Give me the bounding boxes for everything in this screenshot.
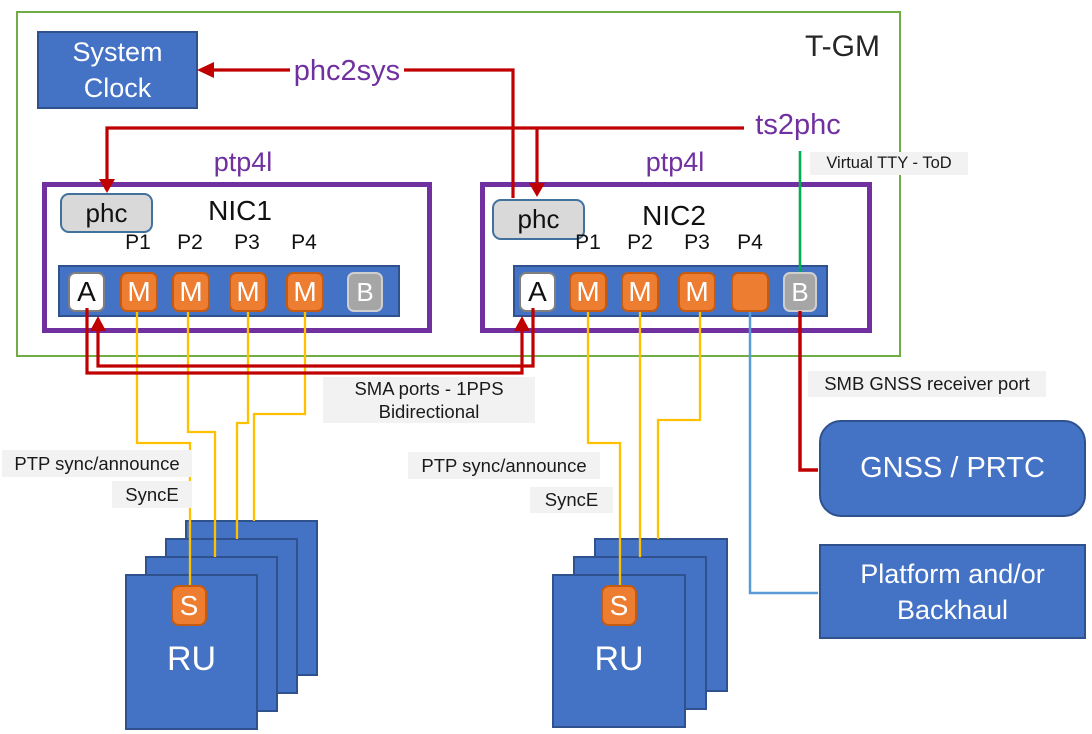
nic2-port-label-p4: P4 xyxy=(737,231,763,254)
ru-right-s-port: S xyxy=(601,585,637,626)
platform-label-line1: Platform and/or xyxy=(860,558,1045,589)
nic2-port-m1: M xyxy=(569,272,607,312)
smb-gnss-port-label: SMB GNSS receiver port xyxy=(808,371,1046,397)
system-clock-box: System Clock xyxy=(37,31,198,109)
nic2-port-m3: M xyxy=(678,272,716,312)
nic2-port-b: B xyxy=(783,272,817,312)
nic1-port-m3: M xyxy=(229,272,267,312)
synce-label-right: SyncE xyxy=(530,487,613,513)
nic1-name: NIC1 xyxy=(208,195,272,226)
nic1-port-label-p4: P4 xyxy=(291,231,317,254)
sma-ports-label-line2: Bidirectional xyxy=(378,401,480,422)
ptp-sync-announce-label-left: PTP sync/announce xyxy=(2,450,192,477)
nic1-port-label-p1: P1 xyxy=(125,231,151,254)
synce-label-left: SyncE xyxy=(112,481,192,508)
platform-label-line2: Backhaul xyxy=(896,594,1009,625)
virtual-tty-tod-label: Virtual TTY - ToD xyxy=(810,152,968,175)
nic1-port-m2: M xyxy=(172,272,210,312)
nic1-port-m4: M xyxy=(286,272,324,312)
system-clock-label-line1: System xyxy=(72,37,163,67)
nic1-port-a: A xyxy=(68,272,105,312)
platform-backhaul-box: Platform and/or Backhaul xyxy=(819,544,1086,639)
phc2sys-label: phc2sys xyxy=(290,54,404,88)
nic1-port-label-p3: P3 xyxy=(234,231,260,254)
ptp-sync-announce-label-right: PTP sync/announce xyxy=(408,452,600,479)
system-clock-label-line2: Clock xyxy=(83,73,152,103)
nic2-port-unlabeled xyxy=(731,272,769,312)
ts2phc-label: ts2phc xyxy=(747,108,849,142)
nic1-port-m1: M xyxy=(120,272,158,312)
nic2-port-bar xyxy=(513,265,828,317)
nic1-port-label-p2: P2 xyxy=(177,231,203,254)
nic2-port-label-p2: P2 xyxy=(627,231,653,254)
sma-ports-label-line1: SMA ports - 1PPS xyxy=(354,378,504,399)
nic2-port-label-p3: P3 xyxy=(684,231,710,254)
nic2-port-label-p1: P1 xyxy=(575,231,601,254)
ptp4l-label-nic1: ptp4l xyxy=(213,147,273,177)
nic2-port-m2: M xyxy=(621,272,659,312)
sma-ports-label: SMA ports - 1PPS Bidirectional xyxy=(323,377,535,423)
nic2-port-a: A xyxy=(519,272,556,312)
ptp4l-label-nic2: ptp4l xyxy=(645,147,705,177)
nic1-phc-box: phc xyxy=(60,193,153,233)
gnss-prtc-box: GNSS / PRTC xyxy=(819,420,1086,517)
nic1-port-b: B xyxy=(347,272,383,312)
ru-left-s-port: S xyxy=(171,585,207,626)
nic2-phc-box: phc xyxy=(492,199,585,240)
tgm-title: T-GM xyxy=(805,30,880,63)
ru-right-name: RU xyxy=(594,640,644,678)
nic2-name: NIC2 xyxy=(642,200,706,231)
ru-left-name: RU xyxy=(166,640,217,678)
